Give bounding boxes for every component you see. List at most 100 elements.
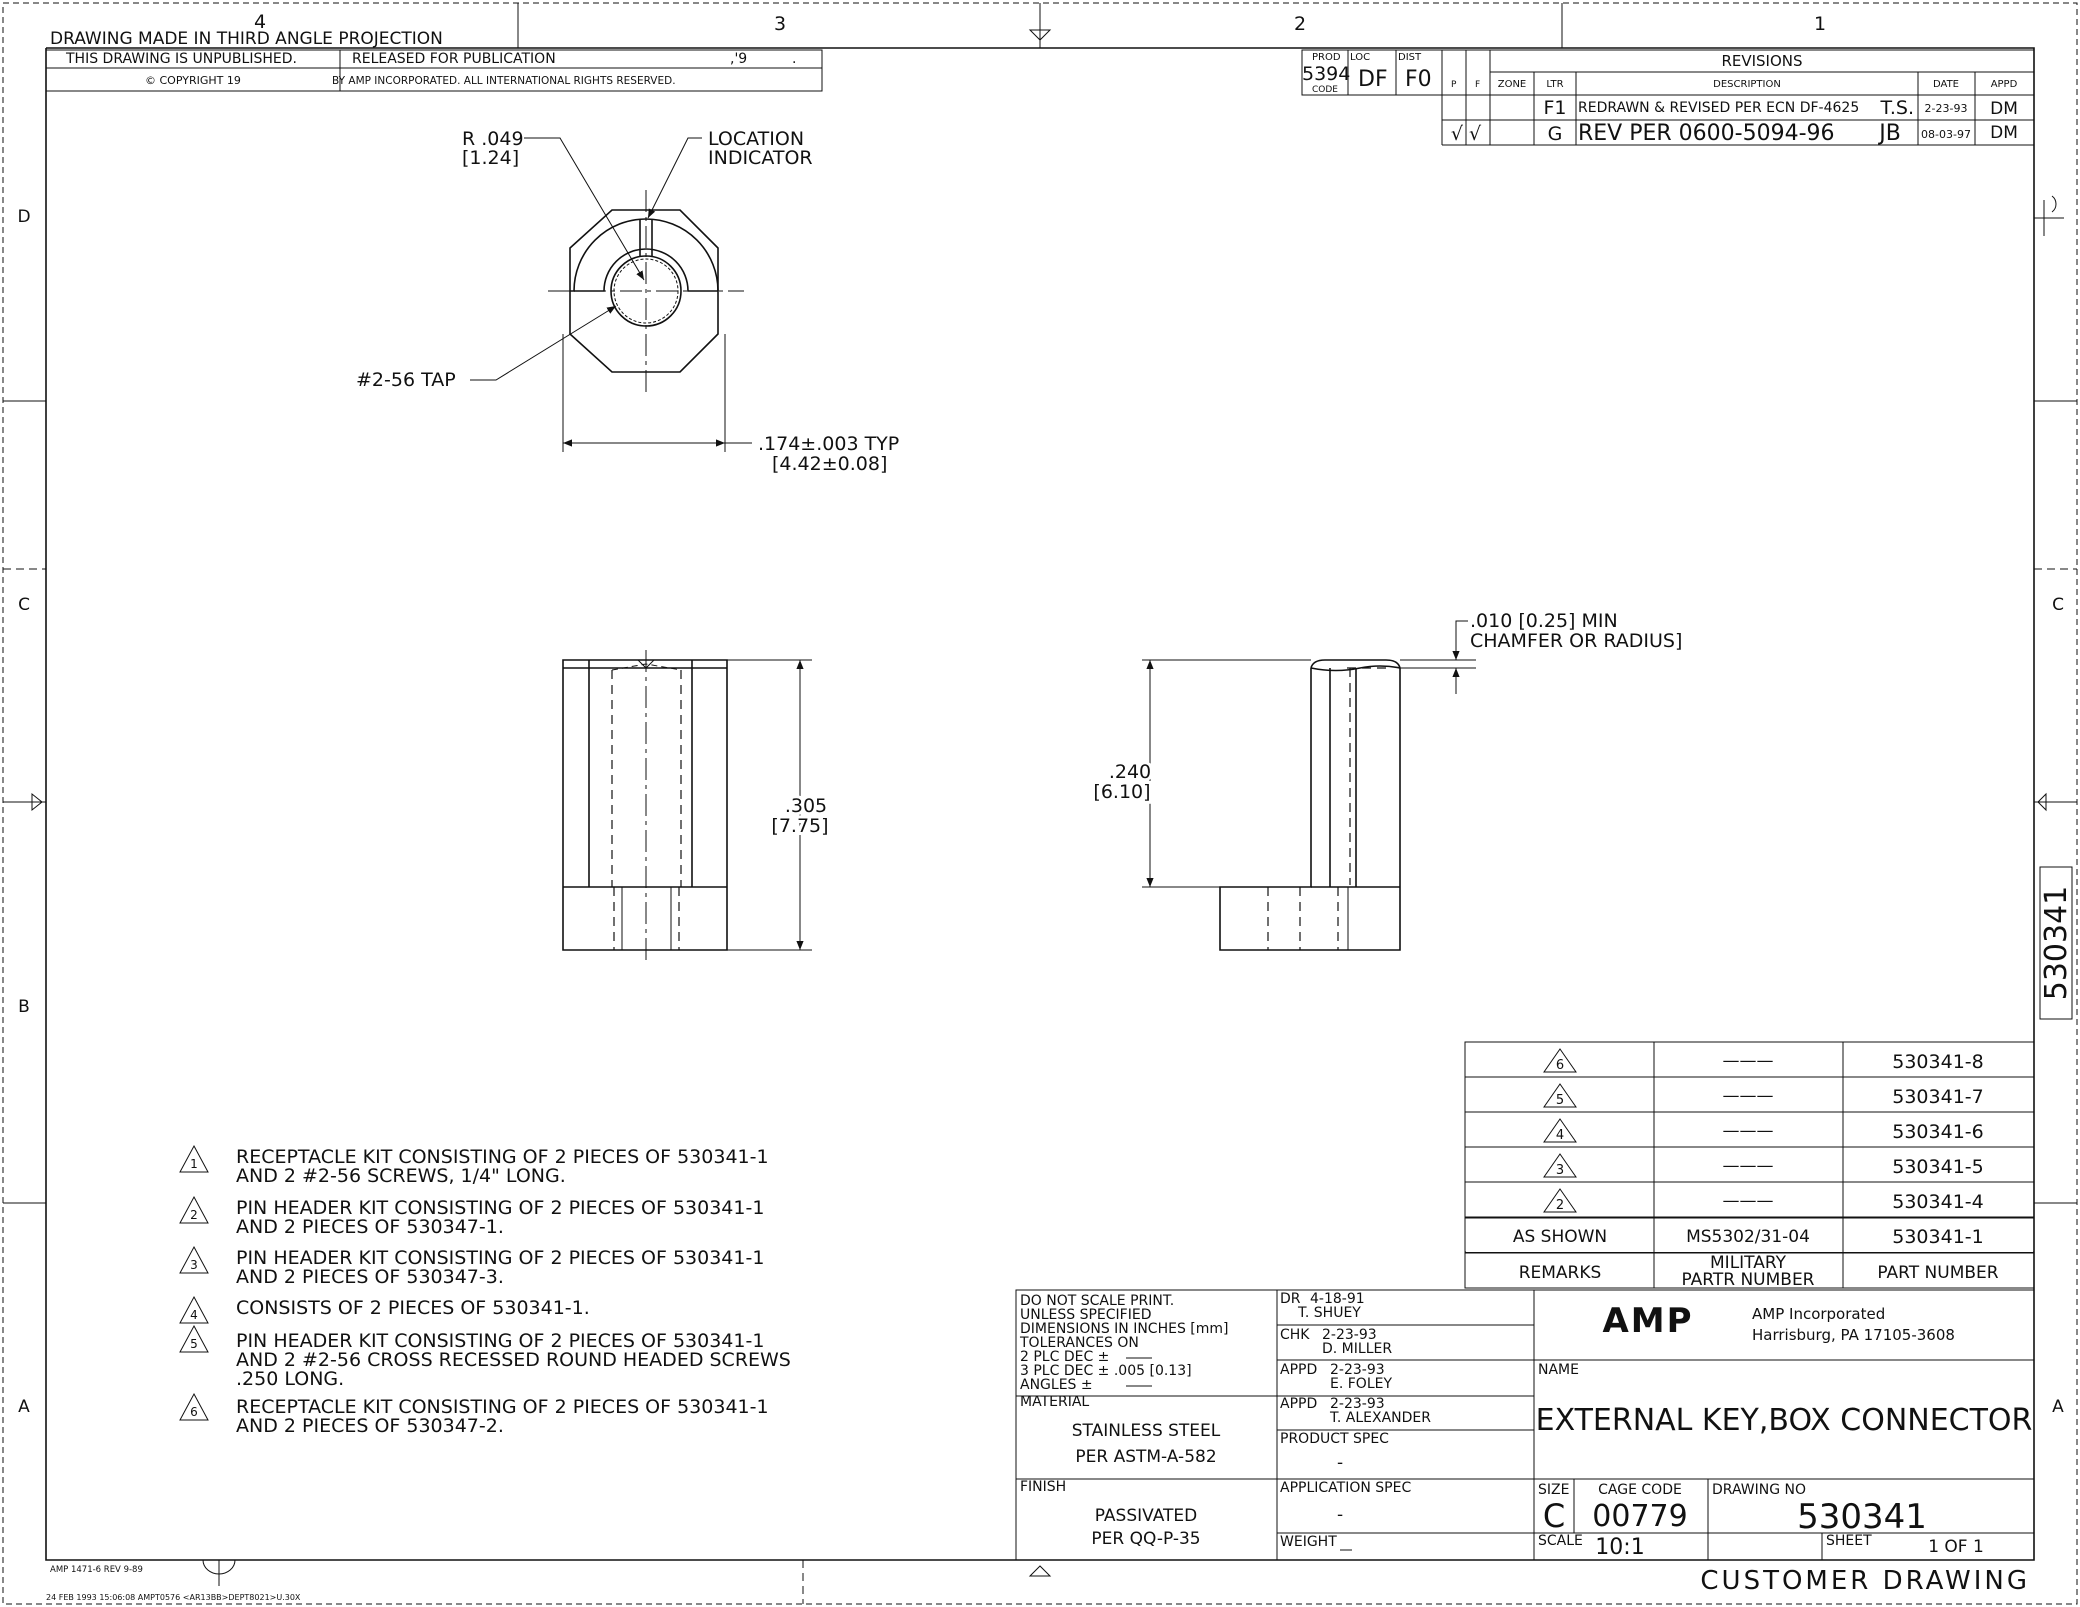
- svg-text:———: ———: [1723, 1156, 1774, 1176]
- radius-dim: R .049: [462, 128, 524, 150]
- svg-text:530341-5: 530341-5: [1892, 1156, 1983, 1178]
- dist-code: F0: [1405, 67, 1432, 92]
- table-row: 4 ——— 530341-6: [1543, 1118, 1984, 1143]
- svg-text:AND 2 PIECES OF 530347-3.: AND 2 PIECES OF 530347-3.: [236, 1266, 504, 1288]
- svg-text:CAGE CODE: CAGE CODE: [1598, 1482, 1682, 1498]
- amp-logo: AMP: [1602, 1301, 1693, 1341]
- width-dim-mm: [4.42±0.08]: [772, 453, 887, 475]
- chamfer-note: .010 [0.25] MIN: [1470, 610, 1618, 632]
- approved-by: T. ALEXANDER: [1329, 1410, 1431, 1426]
- svg-text:DIST: DIST: [1398, 52, 1422, 63]
- svg-text:LTR: LTR: [1546, 79, 1563, 90]
- side-view: [1219, 659, 1401, 951]
- publication-block: [45, 49, 823, 92]
- svg-text:530341-8: 530341-8: [1892, 1051, 1983, 1073]
- height-side-dim-mm: [6.10]: [1093, 781, 1150, 803]
- svg-text:3: 3: [1556, 1163, 1564, 1178]
- svg-text:PRODUCT SPEC: PRODUCT SPEC: [1280, 1431, 1389, 1447]
- note-item: 2 PIN HEADER KIT CONSISTING OF 2 PIECES …: [179, 1195, 764, 1238]
- svg-text:REMARKS: REMARKS: [1519, 1263, 1602, 1283]
- rev-initials: JB: [1877, 121, 1901, 146]
- svg-text:PART NUMBER: PART NUMBER: [1877, 1263, 1998, 1283]
- svg-text:———: ———: [1723, 1121, 1774, 1141]
- customer-drawing-label: CUSTOMER DRAWING: [1700, 1566, 2030, 1596]
- svg-text:DRAWING NO: DRAWING NO: [1712, 1482, 1806, 1498]
- zone-label-side: C: [18, 595, 30, 615]
- target-mark-icon: [202, 1559, 236, 1586]
- svg-text:-: -: [1337, 1505, 1343, 1525]
- inner-frame-left: [45, 48, 1010, 1561]
- rev-approver: DM: [1990, 99, 2018, 119]
- svg-text:DO NOT SCALE PRINT.: DO NOT SCALE PRINT.: [1020, 1293, 1174, 1309]
- svg-text:6: 6: [190, 1405, 198, 1419]
- svg-text:RECEPTACLE KIT CONSISTING OF 2: RECEPTACLE KIT CONSISTING OF 2 PIECES OF…: [236, 1396, 769, 1418]
- height-front-dim: .305: [785, 795, 827, 817]
- table-row: 3 ——— 530341-5: [1543, 1153, 1984, 1178]
- svg-text:MATERIAL: MATERIAL: [1020, 1394, 1089, 1410]
- side-drawing-number: 530341: [2039, 886, 2074, 1001]
- zone-label-side: C: [2052, 595, 2064, 615]
- projection-note: DRAWING MADE IN THIRD ANGLE PROJECTION: [50, 29, 443, 49]
- svg-text:ANGLES ±: ANGLES ±: [1020, 1377, 1093, 1393]
- drawn-by: T. SHUEY: [1297, 1305, 1361, 1321]
- title-block: DO NOT SCALE PRINT. UNLESS SPECIFIED DIM…: [1015, 1289, 2035, 1561]
- rev-date: 2-23-93: [1925, 102, 1968, 115]
- rev-letter: F1: [1543, 97, 1566, 119]
- center-mark-icon: [1028, 1565, 1052, 1577]
- location-label: LOCATION: [708, 128, 804, 150]
- svg-text:4: 4: [190, 1308, 198, 1322]
- table-row: 6 ——— 530341-8: [1543, 1048, 1984, 1073]
- center-mark-icon: [2037, 792, 2047, 812]
- release-year: ,'9: [730, 51, 747, 67]
- svg-text:PIN HEADER KIT CONSISTING OF 2: PIN HEADER KIT CONSISTING OF 2 PIECES OF…: [236, 1330, 764, 1352]
- sheet-number: 1 OF 1: [1928, 1537, 1984, 1557]
- approved-by: E. FOLEY: [1330, 1376, 1392, 1392]
- svg-text:3: 3: [190, 1258, 198, 1272]
- svg-text:PROD: PROD: [1312, 52, 1341, 63]
- cage-code: 00779: [1592, 1499, 1687, 1534]
- finish-spec: PER QQ-P-35: [1091, 1529, 1200, 1549]
- plot-stamp: 24 FEB 1993 15:06:08 AMPT0576 <AR13BB>DE…: [46, 1593, 301, 1602]
- top-view: [548, 190, 744, 396]
- svg-text:2-23-93: 2-23-93: [1322, 1327, 1377, 1343]
- zone-label-side: D: [17, 207, 30, 227]
- svg-text:REVISIONS: REVISIONS: [1721, 52, 1802, 70]
- svg-text:WEIGHT: WEIGHT: [1280, 1534, 1337, 1550]
- svg-text:5: 5: [190, 1337, 198, 1351]
- zone-label-top: 3: [774, 13, 786, 35]
- part-name: EXTERNAL KEY,BOX CONNECTOR: [1536, 1403, 2033, 1438]
- svg-text:ZONE: ZONE: [1498, 79, 1527, 90]
- svg-text:2-23-93: 2-23-93: [1330, 1396, 1385, 1412]
- zone-label-side: B: [18, 997, 30, 1017]
- svg-text:2: 2: [1556, 1198, 1564, 1213]
- chamfer-note: CHAMFER OR RADIUS]: [1470, 630, 1682, 652]
- svg-text:APPD: APPD: [1991, 79, 2018, 90]
- svg-text:.250 LONG.: .250 LONG.: [236, 1368, 344, 1390]
- svg-text:PIN HEADER KIT CONSISTING OF 2: PIN HEADER KIT CONSISTING OF 2 PIECES OF…: [236, 1247, 764, 1269]
- svg-text:530341-6: 530341-6: [1892, 1121, 1983, 1143]
- svg-text:APPLICATION SPEC: APPLICATION SPEC: [1280, 1480, 1411, 1496]
- svg-text:3 PLC DEC ± .005 [0.13]: 3 PLC DEC ± .005 [0.13]: [1020, 1363, 1192, 1379]
- svg-text:6: 6: [1556, 1058, 1564, 1073]
- svg-text:SHEET: SHEET: [1826, 1533, 1872, 1549]
- drawing-number: 530341: [1797, 1497, 1927, 1537]
- side-number-box: [2039, 866, 2073, 1020]
- rev-initials: T.S.: [1880, 97, 1915, 119]
- svg-text:MILITARY: MILITARY: [1710, 1253, 1787, 1273]
- material: STAINLESS STEEL: [1072, 1421, 1221, 1441]
- svg-text:PARTR NUMBER: PARTR NUMBER: [1681, 1270, 1814, 1290]
- svg-text:DESCRIPTION: DESCRIPTION: [1713, 79, 1781, 90]
- note-item: 6 RECEPTACLE KIT CONSISTING OF 2 PIECES …: [179, 1392, 769, 1437]
- svg-text:530341-4: 530341-4: [1892, 1191, 1983, 1213]
- finish: PASSIVATED: [1095, 1506, 1197, 1526]
- svg-text:2 PLC DEC ±: 2 PLC DEC ±: [1020, 1349, 1109, 1365]
- zone-label-top: 2: [1294, 13, 1306, 35]
- as-shown-remark: AS SHOWN: [1513, 1227, 1607, 1247]
- center-mark-icon: [1028, 29, 1052, 41]
- rev-letter: G: [1548, 123, 1563, 145]
- company-name: AMP Incorporated: [1752, 1305, 1885, 1323]
- svg-text:AND 2 PIECES OF 530347-2.: AND 2 PIECES OF 530347-2.: [236, 1415, 504, 1437]
- checked-by: D. MILLER: [1322, 1341, 1392, 1357]
- radius-dim-mm: [1.24]: [462, 147, 519, 169]
